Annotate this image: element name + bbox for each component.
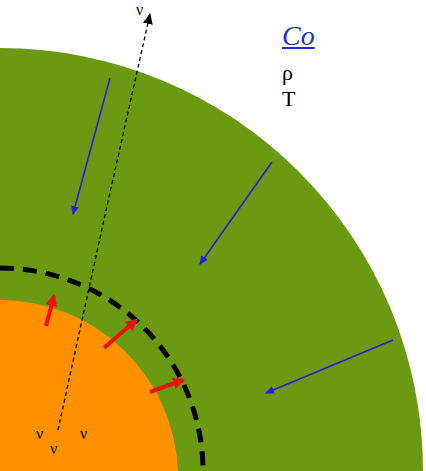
- inner-core: [0, 300, 178, 471]
- neutrino-label: ν: [50, 441, 57, 457]
- shock-front: [0, 268, 203, 471]
- temperature-symbol: T: [282, 88, 295, 110]
- neutrino-label: ν: [80, 426, 87, 442]
- outflow-arrows: [46, 296, 183, 392]
- neutrino-path: [58, 14, 150, 430]
- neutrino-label: ν: [136, 2, 143, 18]
- density-symbol: ρ: [282, 62, 293, 84]
- infall-arrows: [73, 78, 393, 393]
- heading: Co: [282, 22, 315, 50]
- neutrino-label: ν: [36, 426, 43, 442]
